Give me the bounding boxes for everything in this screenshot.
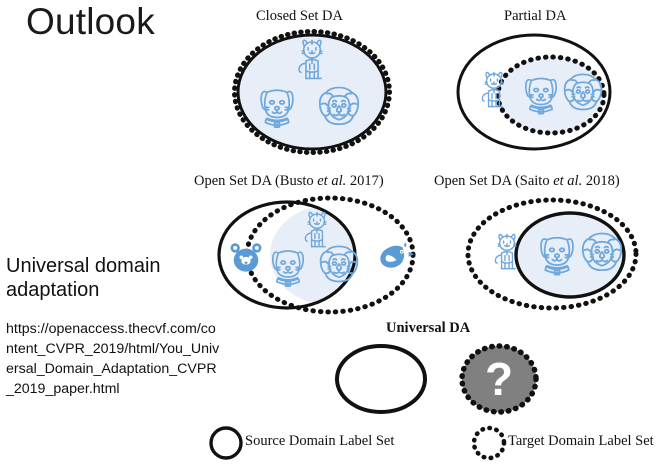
universal-source-boundary [335, 344, 427, 414]
panel-label-open-set-da-busto: Open Set DA (Busto et al. 2017) [194, 173, 384, 190]
busto-target-boundary [244, 195, 416, 315]
dotted-circle-icon [471, 425, 507, 461]
panel-open-set-da-busto [217, 195, 416, 315]
heading-universal-domain-adaptation: Universal domain adaptation [6, 255, 161, 302]
label-prefix: Open Set DA (Saito [434, 173, 554, 189]
paper-url-text: https://openaccess.thecvf.com/content_CV… [6, 321, 220, 397]
panel-partial-da [456, 33, 612, 151]
panel-closed-set-da [232, 29, 392, 155]
saito-shared-region [514, 211, 626, 299]
label-suffix: 2018) [582, 173, 620, 189]
unknown-question-mark: ? [485, 353, 513, 405]
panel-label-closed-set-da: Closed Set DA [256, 8, 343, 24]
icon-bear [230, 243, 262, 272]
closed-set-target-boundary [232, 29, 392, 155]
panel-open-set-da-saito [465, 197, 639, 311]
panel-label-open-set-da-saito: Open Set DA (Saito et al. 2018) [434, 173, 620, 190]
busto-shared-region [270, 205, 355, 305]
label-et-al: et al. [317, 173, 347, 189]
legend-label-source-domain-label-set: Source Domain Label Set [245, 433, 395, 449]
partial-source-boundary [456, 33, 612, 151]
saito-target-boundary [465, 197, 639, 311]
label-suffix: 2017) [346, 173, 384, 189]
icon-tiger [494, 233, 517, 270]
label-et-al: et al. [553, 173, 583, 189]
universal-target-unknown-region [459, 343, 539, 415]
page-title: Outlook [26, 1, 155, 42]
panel-universal-da: ? [335, 343, 539, 415]
panel-label-universal-da: Universal DA [386, 320, 471, 336]
panel-label-partial-da: Partial DA [504, 8, 567, 24]
legend [209, 425, 507, 461]
solid-circle-icon [209, 426, 243, 460]
legend-label-target-domain-label-set: Target Domain Label Set [508, 433, 654, 449]
label-prefix: Open Set DA (Busto [194, 173, 318, 189]
